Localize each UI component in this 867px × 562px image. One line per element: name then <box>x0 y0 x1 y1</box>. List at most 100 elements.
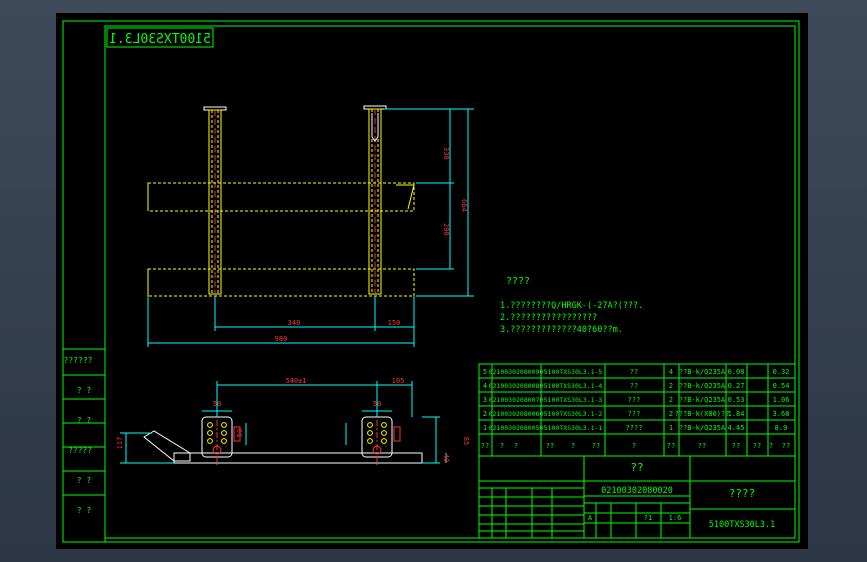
bom-cell: 1.06 <box>773 396 790 404</box>
outer-border <box>62 20 800 543</box>
bom-cell: 5100TXS30L3.1-3 <box>544 396 603 404</box>
bom-cell: 2 <box>483 410 487 418</box>
bom-cell: ??B-k/Q235A <box>679 382 726 390</box>
bom-header-cell: ?? <box>546 442 554 450</box>
bom-cell: ?? <box>630 382 638 390</box>
dim-plan-w2: 50 <box>373 400 381 408</box>
left-strip <box>62 348 106 543</box>
note-line-3: 3.?????????????40?60??m. <box>500 325 623 335</box>
note-line-1: 1.????????Q/HRGK-(-27A?(???. <box>500 301 643 311</box>
code-box <box>106 27 214 48</box>
front-horizontal-dims <box>147 296 415 347</box>
bom-cell: 3 <box>483 396 487 404</box>
bom-header-cell: ? <box>571 442 575 450</box>
bom-cell: 5100TXS30L3.1-1 <box>544 424 603 432</box>
technical-notes: ???? 1.????????Q/HRGK-(-27A?(???. 2.????… <box>500 276 643 335</box>
title-block <box>478 455 796 539</box>
dim-plan-h-mid: 50 <box>236 429 244 437</box>
bom-header-cell: ? <box>514 442 518 450</box>
bom-cell: 02100302080090 <box>489 368 544 376</box>
title-name: ?? <box>630 461 643 474</box>
bom-cell: 02100302080050 <box>489 424 544 432</box>
bom-cell: 02100302080080 <box>489 382 544 390</box>
lower-beam <box>147 268 415 297</box>
mirror-code: 5100TXS30L3.1 <box>109 32 211 47</box>
dim-plan-h-left: 117 <box>116 437 124 450</box>
strip-label-4: ????? <box>68 446 92 455</box>
dim-plan-h-right: 85 <box>462 437 470 445</box>
dim-h-total: 664 <box>460 199 468 212</box>
bom-cell: 5100TXS30L3.1-5 <box>544 368 603 376</box>
bom-cell: 5100TXS30L3.1-4 <box>544 382 603 390</box>
title-company: ???? <box>729 487 756 500</box>
strip-label-5: ? ? <box>77 476 92 485</box>
bom-cell: ??B-k/Q235A <box>679 368 726 376</box>
bom-header-cell: ?? <box>592 442 600 450</box>
bom-cell: 4 <box>669 368 673 376</box>
note-line-2: 2.????????????????? <box>500 313 597 323</box>
bom-cell: ???B-k(X80)?? <box>675 410 730 418</box>
dim-w-total: 980 <box>275 335 288 343</box>
bom-cell: ??? <box>628 410 641 418</box>
title-drawing-no: 5100TXS30L3.1 <box>709 520 776 530</box>
plan-view: 540±1 105 50 50 117 50 85 40 <box>116 377 470 465</box>
bom-cell: 4.45 <box>728 424 745 432</box>
title-code: 02100302080020 <box>601 486 673 496</box>
bom-header-cell: ?? <box>753 442 761 450</box>
bom-header-cell: ? <box>632 442 636 450</box>
bom-cell: ???? <box>626 424 643 432</box>
cad-drawing-sheet: 5100TXS30L3.1 ?????? ? ? ? ? ????? ? ? ?… <box>56 13 808 549</box>
upper-beam <box>147 182 415 212</box>
inner-border <box>104 25 796 539</box>
bom-cell: 8.9 <box>775 424 788 432</box>
title-stage: A <box>588 514 593 522</box>
dim-h-lower: 290 <box>442 223 450 236</box>
strip-label-3: ? ? <box>77 416 92 425</box>
title-sheet: ?1 <box>644 514 652 522</box>
notes-heading: ???? <box>506 276 530 287</box>
bom-cell: ??? <box>628 396 641 404</box>
strip-label-2: ? ? <box>77 386 92 395</box>
bom-cell: 2 <box>669 382 673 390</box>
strip-label-6: ? ? <box>77 506 92 515</box>
bom-header-cell: ?? <box>481 442 489 450</box>
bom-cell: 0.32 <box>773 368 790 376</box>
dim-w-offset: 150 <box>388 319 401 327</box>
bom-header-cell: ?? <box>732 442 740 450</box>
bom-cell: 3.68 <box>773 410 790 418</box>
bom-cell: 5 <box>483 368 487 376</box>
right-post <box>363 105 387 295</box>
title-scale: 1:6 <box>669 514 682 522</box>
dim-h-upper: 330 <box>442 147 450 160</box>
bom-cell: 0.08 <box>728 368 745 376</box>
bom-cell: 2 <box>669 410 673 418</box>
bom-cell: ??B-k/Q235A <box>679 396 726 404</box>
bom-cell: 02100302080070 <box>489 396 544 404</box>
dim-w-inner: 340 <box>288 319 301 327</box>
bom-cell: 0.27 <box>728 382 745 390</box>
bom-cell: 1.84 <box>728 410 745 418</box>
cad-drawing: 5100TXS30L3.1 ?????? ? ? ? ? ????? ? ? ?… <box>62 20 800 543</box>
bom-cell: 02100302080060 <box>489 410 544 418</box>
bom-cell: 4 <box>483 382 487 390</box>
front-view: 330 290 664 340 150 980 <box>147 105 474 347</box>
bom-cell: 1 <box>669 424 673 432</box>
dim-plan-right: 105 <box>392 377 405 385</box>
dim-plan-h-base: 40 <box>442 454 450 462</box>
bom-cell: 1 <box>483 424 487 432</box>
bom-cell: ??B-k/Q235A <box>679 424 726 432</box>
bom-header-cell: ? <box>769 442 773 450</box>
bom-header-cell: ? <box>500 442 504 450</box>
dim-plan-span: 540±1 <box>285 377 306 385</box>
bom-header-cell: ?? <box>667 442 675 450</box>
bom-cell: 0.53 <box>728 396 745 404</box>
dim-plan-w1: 50 <box>213 400 221 408</box>
bom-header-cell: ?? <box>782 442 790 450</box>
bom-cell: 0.54 <box>773 382 790 390</box>
bom-cell: 2 <box>669 396 673 404</box>
bom-cell: ?? <box>630 368 638 376</box>
left-post <box>203 106 227 295</box>
bom-cell: 5100TXS30L3.1-2 <box>544 410 603 418</box>
front-vertical-dims <box>384 108 474 297</box>
